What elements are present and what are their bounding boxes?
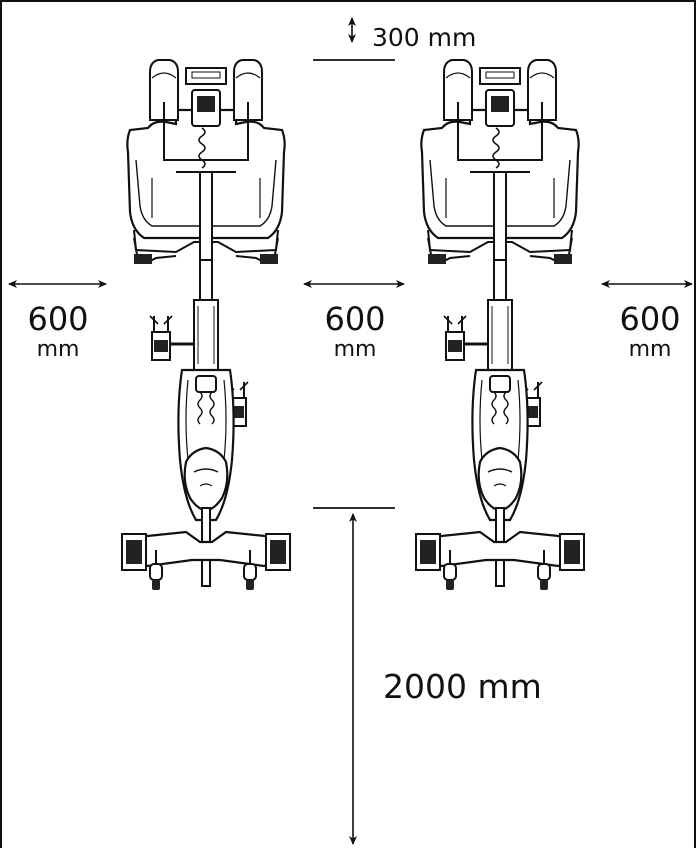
top-clearance-label: 300 mm xyxy=(372,23,476,52)
bike-right xyxy=(414,58,586,592)
bike-left xyxy=(120,58,292,592)
right-clearance-number: 600 xyxy=(619,300,680,338)
left-clearance-number: 600 xyxy=(27,300,88,338)
left-clearance-unit: mm xyxy=(37,337,80,362)
rear-clearance-label: 2000 mm xyxy=(383,667,542,706)
right-clearance-unit: mm xyxy=(629,337,672,362)
middle-clearance-number: 600 xyxy=(324,300,385,338)
left-side-dimension: 600 mm xyxy=(8,280,107,362)
rear-clearance-dimension: 2000 mm xyxy=(313,507,542,845)
middle-clearance-unit: mm xyxy=(334,337,377,362)
top-clearance-dimension: 300 mm xyxy=(313,17,476,61)
middle-gap-dimension: 600 mm xyxy=(303,280,405,362)
right-side-dimension: 600 mm xyxy=(601,280,693,362)
